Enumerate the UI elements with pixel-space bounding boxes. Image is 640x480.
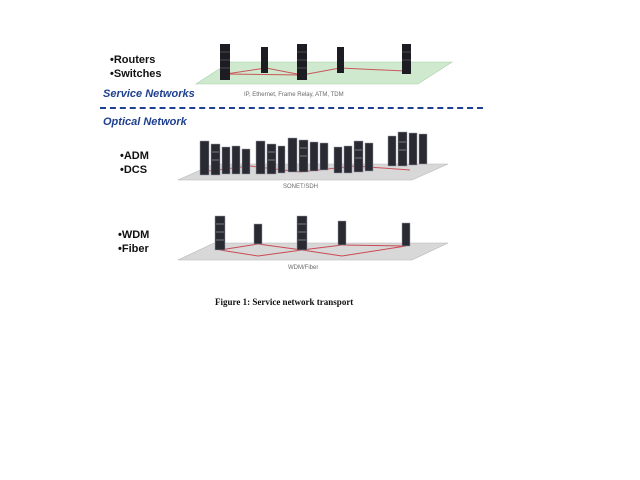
fiber-links — [219, 243, 407, 257]
dcs-rack-icon — [418, 133, 428, 165]
bullet-wdm: WDM — [118, 228, 150, 242]
adm-rack-icon — [287, 137, 298, 173]
adm-rack-icon — [387, 135, 397, 167]
adm-rack-icon — [333, 146, 343, 174]
dcs-rack-icon — [364, 142, 374, 172]
service-links — [225, 67, 406, 76]
wdm-fiber-label: WDM/Fiber — [288, 265, 319, 271]
layer-divider — [100, 107, 483, 109]
adm-rack-icon — [241, 148, 251, 175]
service-equipment-list: Routers Switches — [110, 53, 162, 81]
adm-rack-icon — [210, 143, 221, 176]
dcs-rack-icon — [319, 142, 329, 171]
router-group — [220, 44, 411, 80]
router-icon — [220, 44, 230, 80]
adm-rack-icon — [397, 131, 408, 167]
wdm-terminal-icon — [337, 220, 347, 246]
bullet-switches: Switches — [110, 67, 162, 81]
bullet-adm: ADM — [120, 149, 149, 163]
wdm-terminal-icon — [253, 223, 263, 245]
wdm-terminal-icon — [401, 222, 411, 247]
router-icon — [402, 44, 411, 74]
switch-icon — [261, 47, 268, 73]
switch-icon — [337, 47, 344, 73]
service-protocols-label: IP, Ethernet, Frame Relay, ATM, TDM — [244, 92, 344, 98]
adm-rack-icon — [255, 140, 266, 175]
bullet-routers: Routers — [110, 53, 162, 67]
sonet-sdh-label: SONET/SDH — [283, 184, 319, 190]
wdm-equipment — [214, 215, 411, 251]
adm-dcs-equipment — [199, 131, 428, 176]
router-icon — [297, 44, 307, 80]
dcs-rack-icon — [266, 143, 277, 175]
bullet-fiber: Fiber — [118, 242, 149, 256]
dcs-rack-icon — [408, 132, 418, 166]
dcs-rack-icon — [309, 141, 319, 172]
bullet-dcs: DCS — [120, 163, 149, 177]
service-network-plane — [194, 61, 454, 85]
sonet-equipment-list: ADM DCS — [120, 149, 149, 177]
service-networks-heading: Service Networks — [103, 88, 195, 100]
optical-network-heading: Optical Network — [103, 116, 187, 128]
wdm-terminal-icon — [296, 215, 308, 251]
wdm-terminal-icon — [214, 215, 226, 251]
dcs-rack-icon — [277, 145, 286, 174]
adm-rack-icon — [199, 140, 210, 176]
figure-caption: Figure 1: Service network transport — [215, 297, 354, 307]
wdm-equipment-list: WDM Fiber — [118, 228, 150, 256]
adm-rack-icon — [343, 145, 353, 174]
dcs-rack-icon — [221, 146, 231, 175]
dcs-rack-icon — [231, 145, 241, 175]
dcs-rack-icon — [353, 140, 364, 173]
